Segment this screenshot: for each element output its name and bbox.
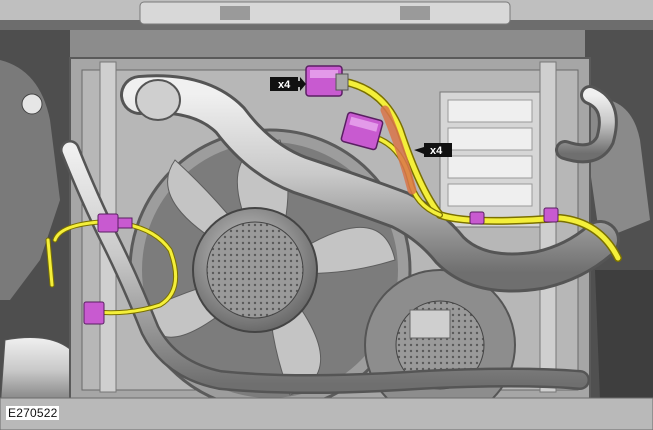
- harness-clip-center: [469, 211, 485, 225]
- hose-end-cap: [135, 79, 181, 121]
- figure-id-label: E270522: [6, 406, 60, 420]
- callout-upper-label: x4: [278, 79, 291, 91]
- callout-lower: x4: [414, 143, 452, 157]
- upper-connector: [305, 65, 349, 97]
- left-clip-lower: [83, 301, 105, 325]
- wiring-harness: [45, 76, 622, 316]
- callout-lower-label: x4: [430, 145, 443, 157]
- top-beam: [0, 0, 653, 30]
- bottom-beam: [0, 397, 653, 430]
- left-clip-upper: [97, 213, 133, 233]
- louver-panel: [439, 91, 541, 228]
- harness-clip-right: [543, 207, 559, 223]
- callout-upper: x4: [270, 77, 306, 91]
- lower-connector: [340, 111, 384, 151]
- left-components: [0, 30, 81, 411]
